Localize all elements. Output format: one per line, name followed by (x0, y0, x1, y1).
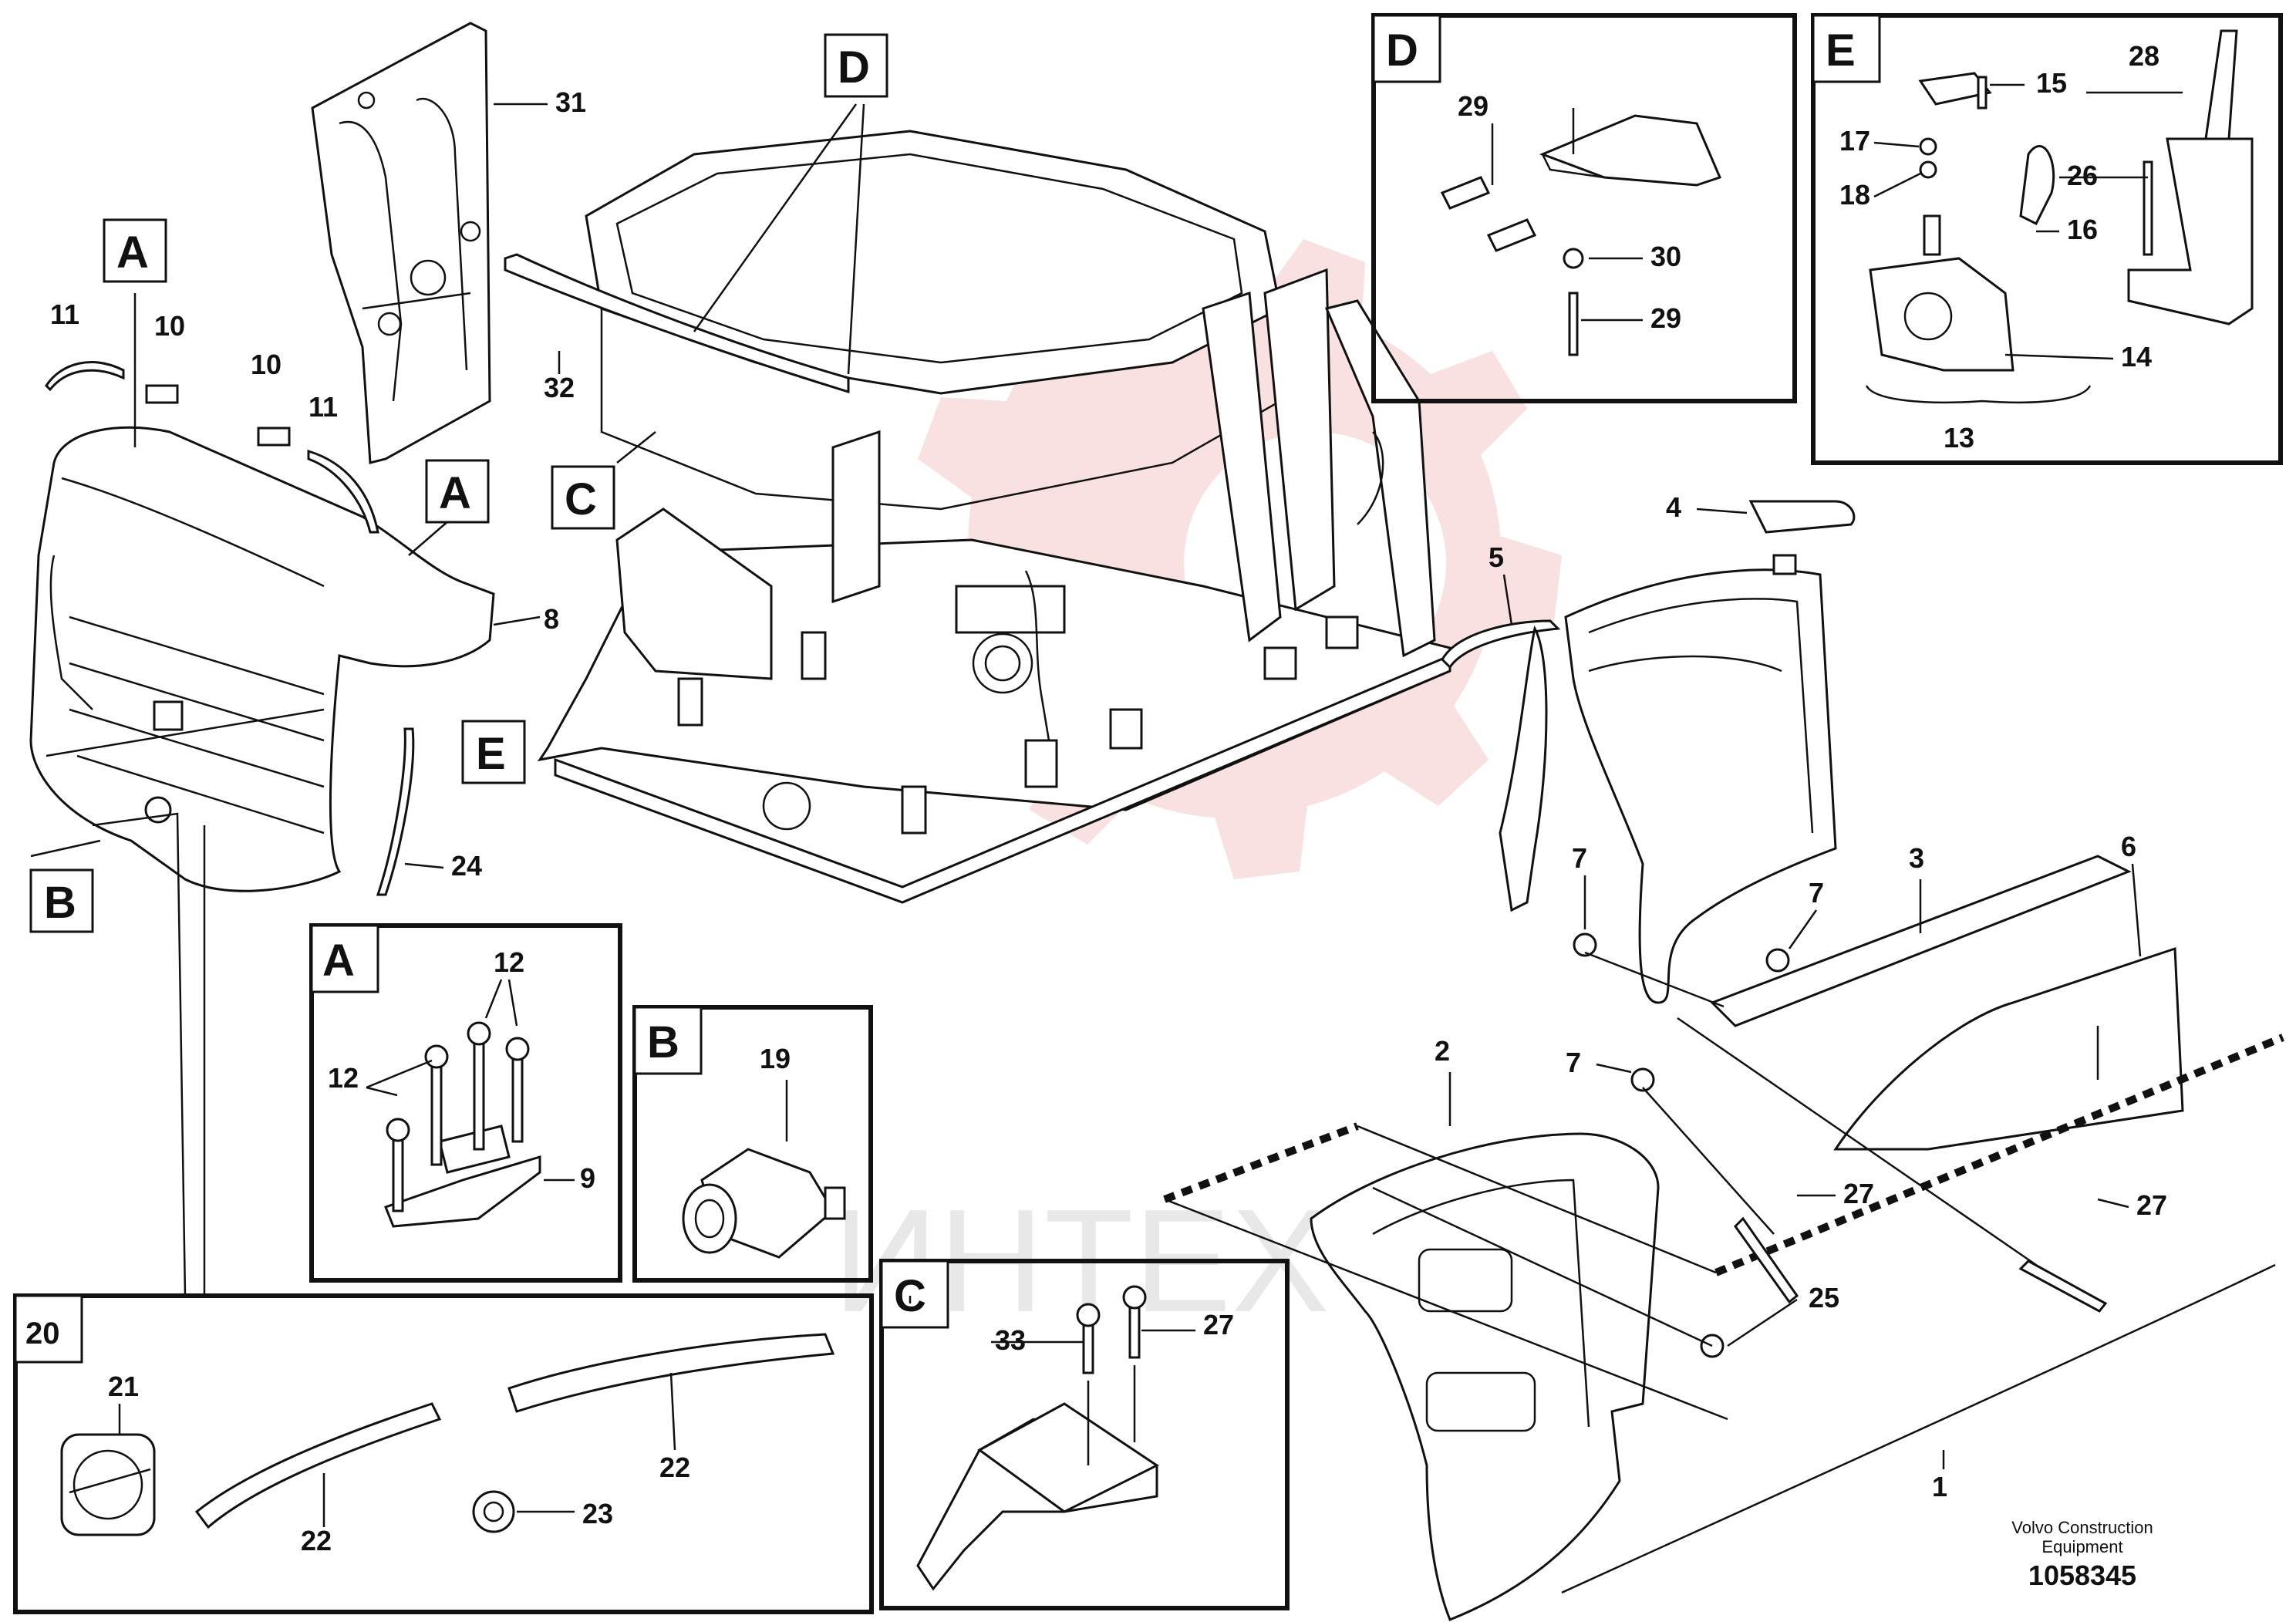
detail-label-E: E (1826, 25, 1856, 76)
callout-31: 31 (555, 86, 586, 118)
callout-10b: 10 (251, 349, 282, 380)
callout-27a: 27 (1843, 1178, 1874, 1209)
callout-12a: 12 (494, 946, 524, 978)
right-side-panel-assembly (1163, 500, 2284, 1621)
svg-text:B: B (44, 878, 76, 928)
detail-box-C: C (879, 1259, 1290, 1610)
callout-19: 19 (760, 1043, 791, 1074)
svg-text:A: A (116, 228, 149, 278)
callout-1: 1 (1932, 1471, 1947, 1502)
detail-label-B: B (647, 1017, 679, 1067)
leader-lines (30, 103, 865, 1297)
callout-22a: 22 (301, 1525, 332, 1556)
part-32-seal-strip (504, 253, 850, 394)
callout-10a: 10 (154, 310, 185, 342)
callout-23: 23 (582, 1498, 613, 1529)
callout-4: 4 (1666, 491, 1681, 523)
callout-3: 3 (1909, 842, 1924, 874)
detail-box-D: D (1371, 13, 1797, 403)
volvo-emblem-icon (60, 1433, 156, 1536)
callout-11a: 11 (50, 298, 79, 330)
detail-label-D: D (1386, 25, 1418, 76)
view-flag-C: C (551, 465, 615, 530)
view-flag-A1: A (103, 218, 167, 283)
callout-29b: 29 (1650, 302, 1681, 334)
callout-15: 15 (2036, 67, 2067, 99)
view-flag-E: E (461, 720, 526, 784)
parts-10-11-small-pieces (45, 361, 379, 534)
cab-frame-assembly (537, 130, 1458, 904)
callout-29a: 29 (1458, 90, 1489, 122)
callout-21: 21 (108, 1371, 139, 1402)
footer-line-2: Equipment (2041, 1537, 2122, 1556)
callout-16: 16 (2067, 214, 2098, 245)
detail-box-E: E (1811, 13, 2283, 465)
lock-cylinder-icon (682, 1148, 846, 1259)
callout-6: 6 (2121, 831, 2136, 862)
callout-22b: 22 (659, 1452, 690, 1483)
callout-27c: 27 (1203, 1309, 1234, 1340)
callout-9: 9 (580, 1162, 595, 1194)
callout-8: 8 (544, 603, 559, 635)
callout-11b: 11 (308, 391, 338, 423)
callout-5: 5 (1489, 541, 1504, 573)
callout-2: 2 (1435, 1035, 1450, 1067)
callout-labels: 1 2 3 4 5 6 7 7 7 8 9 10 10 11 11 12 12 … (50, 40, 2167, 1556)
callout-25: 25 (1809, 1282, 1839, 1313)
callout-27b: 27 (2136, 1189, 2167, 1221)
callout-12b: 12 (328, 1062, 359, 1094)
detail-box-B: B (632, 1005, 873, 1283)
callout-32: 32 (544, 372, 575, 403)
svg-text:C: C (565, 474, 597, 524)
drawing-number: 1058345 (2028, 1560, 2136, 1591)
view-flag-B: B (29, 868, 94, 933)
callout-14: 14 (2121, 341, 2152, 373)
callout-7b: 7 (1809, 877, 1824, 909)
detail-label-A: A (322, 936, 355, 986)
callout-17: 17 (1839, 125, 1870, 157)
detail-box-20: 20 (13, 1293, 874, 1614)
callout-26: 26 (2067, 160, 2098, 191)
svg-text:D: D (838, 42, 870, 93)
title-block: Volvo Construction Equipment 1058345 (2011, 1518, 2153, 1591)
detail-box-A: A (309, 923, 622, 1283)
callout-30: 30 (1650, 241, 1681, 272)
part-8-front-console (29, 426, 495, 892)
callout-7a: 7 (1572, 842, 1587, 874)
view-flag-D: D (824, 33, 888, 98)
callout-33: 33 (995, 1324, 1026, 1356)
callout-leaders (118, 83, 2183, 1527)
callout-24: 24 (451, 850, 482, 882)
callout-28: 28 (2129, 40, 2159, 72)
part-31-rear-panel (311, 22, 491, 464)
callout-18: 18 (1839, 179, 1870, 211)
callout-13: 13 (1944, 422, 1974, 454)
callout-7c: 7 (1566, 1047, 1581, 1078)
part-24-strip (376, 727, 415, 896)
footer-line-1: Volvo Construction (2011, 1518, 2153, 1537)
svg-text:E: E (476, 729, 506, 779)
detail-label-20: 20 (25, 1317, 60, 1351)
svg-text:A: A (439, 468, 471, 518)
view-flag-A2: A (425, 459, 490, 524)
